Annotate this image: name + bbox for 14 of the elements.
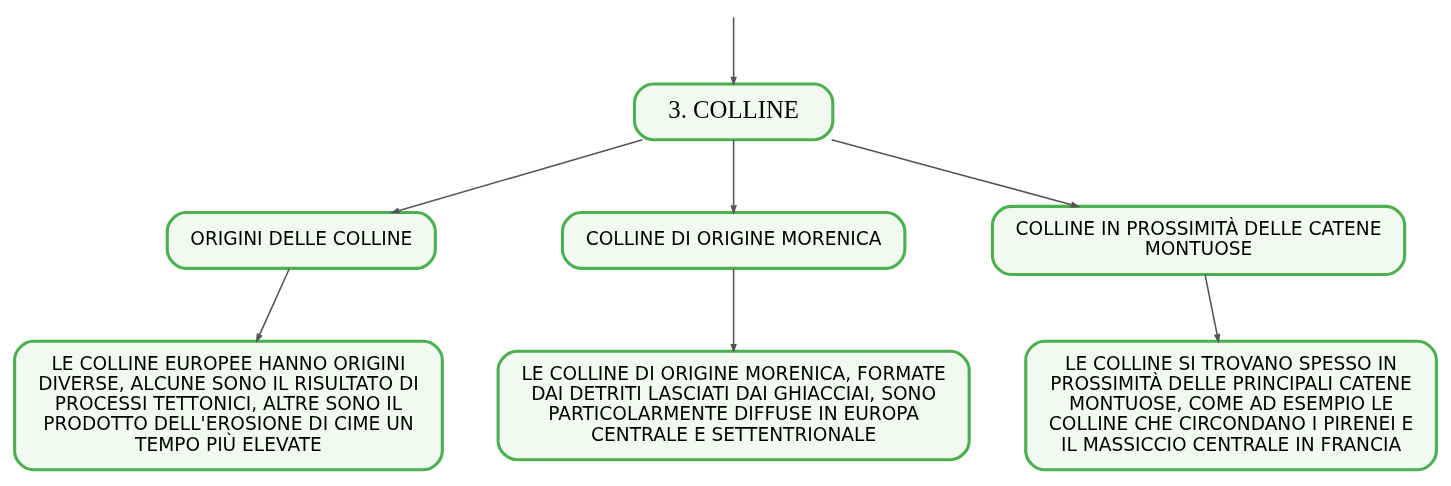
arrow: [255, 267, 291, 343]
node-box: COLLINE DI ORIGINE MORENICA: [560, 211, 907, 270]
arrow: [730, 16, 737, 86]
arrow: [830, 139, 1081, 208]
node-box: LE COLLINE DI ORIGINE MORENICA, FORMATE DAI DETRITI LASCIATI DAI GHIACCIAI, SONO PARTICOLARMENTE DIFFUSE IN EUROPA CENTRALE E SETTENTRIONALE: [496, 349, 971, 462]
arrow: [390, 139, 644, 214]
arrow: [730, 139, 737, 215]
node-box: LE COLLINE SI TROVANO SPESSO IN PROSSIMITÀ DELLE PRINCIPALI CATENE MONTUOSE, COME AD ESEMPIO LE COLLINE CHE CIRCONDANO I PIRENEI E IL MASSICCIO CENTRALE IN FRANCIA: [1024, 339, 1438, 472]
node-box: COLLINE IN PROSSIMITÀ DELLE CATENE MONTUOSE: [990, 204, 1407, 277]
arrow: [1204, 274, 1221, 344]
node-box: 3. COLLINE: [632, 82, 835, 142]
node-box: ORIGINI DELLE COLLINE: [165, 211, 437, 270]
arrow: [730, 267, 737, 354]
node-box: LE COLLINE EUROPEE HANNO ORIGINI DIVERSE, ALCUNE SONO IL RISULTATO DI PROCESSI TETTONICI, ALTRE SONO IL PRODOTTO DELL'EROSIONE DI CIME UN TEMPO PIÙ ELEVATE: [13, 339, 444, 472]
